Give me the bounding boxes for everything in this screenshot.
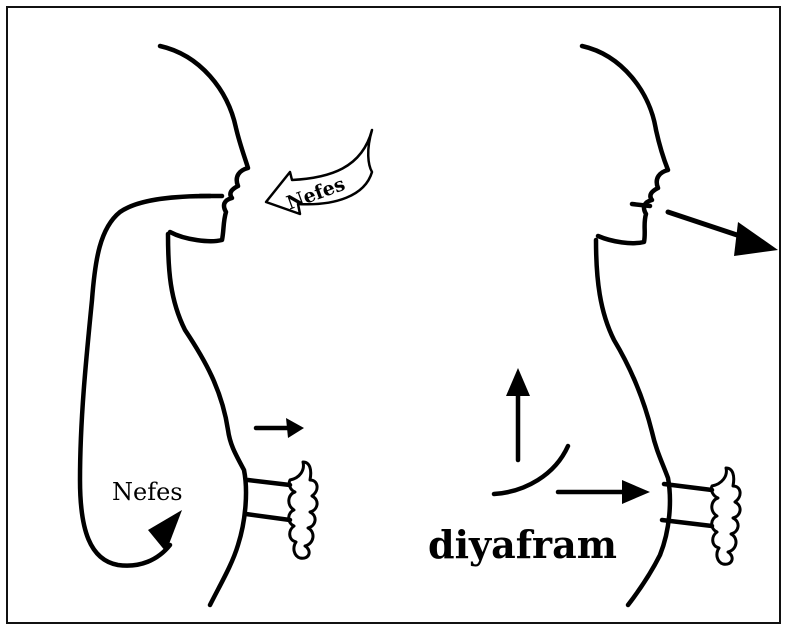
right-head-profile bbox=[582, 46, 668, 243]
left-loop-arrowhead bbox=[148, 510, 182, 552]
right-mouth bbox=[632, 204, 650, 206]
left-head-profile bbox=[160, 46, 248, 241]
inhale-loop-label: Nefes bbox=[112, 478, 183, 506]
left-airway-loop bbox=[80, 196, 210, 566]
left-hand bbox=[246, 462, 317, 558]
left-figure bbox=[80, 46, 372, 605]
diaphragm-curve bbox=[494, 446, 568, 494]
left-belly-arrow bbox=[256, 418, 304, 438]
diaphragm-up-arrow bbox=[506, 368, 530, 460]
left-neck-chest bbox=[168, 234, 246, 605]
right-hand bbox=[662, 468, 740, 564]
diaphragm-right-arrow bbox=[558, 480, 650, 504]
exhale-arrow bbox=[668, 212, 778, 256]
diaphragm-label: diyafram bbox=[428, 522, 617, 567]
